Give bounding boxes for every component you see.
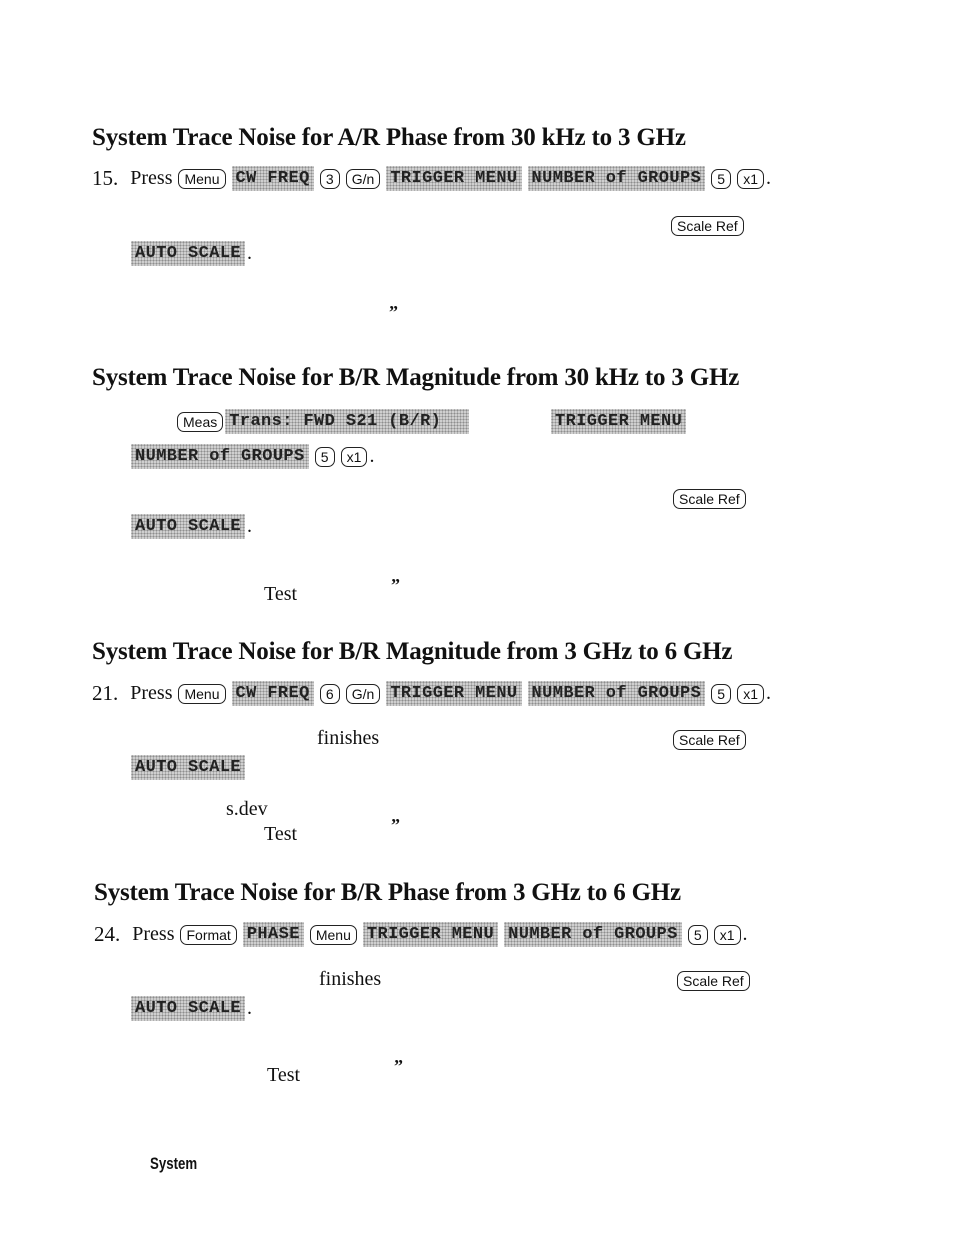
period: . — [742, 923, 748, 945]
step-number: 21. — [92, 681, 119, 705]
auto-scale-softkey[interactable]: AUTO SCALE — [131, 514, 246, 539]
step-21-line: 21. Press Menu CW FREQ 6 G/n TRIGGER MEN… — [92, 681, 771, 706]
auto-scale-softkey[interactable]: AUTO SCALE — [131, 996, 246, 1021]
scale-ref-key[interactable]: Scale Ref — [673, 730, 746, 750]
period: . — [247, 997, 253, 1019]
step-18-auto-scale-line: AUTO SCALE . — [131, 514, 252, 539]
digit-5-key[interactable]: 5 — [711, 168, 732, 189]
closing-quote: ” — [394, 1056, 403, 1076]
scale-ref-key[interactable]: Scale Ref — [673, 489, 746, 509]
x1-key[interactable]: x1 — [713, 924, 741, 945]
period: . — [247, 515, 253, 537]
step-18-groups-line: NUMBER of GROUPS 5 x1 . — [131, 444, 374, 469]
step-24-scale-ref: Scale Ref — [677, 971, 750, 991]
digit-5-key[interactable]: 5 — [687, 924, 708, 945]
step-15-line: 15. Press Menu CW FREQ 3 G/n TRIGGER MEN… — [92, 166, 771, 191]
period: . — [247, 242, 253, 264]
closing-quote: ” — [391, 815, 400, 835]
gn-key[interactable]: G/n — [345, 168, 381, 189]
test-word: Test — [267, 1064, 301, 1086]
auto-scale-softkey[interactable]: AUTO SCALE — [131, 241, 246, 266]
meas-key[interactable]: Meas — [177, 411, 224, 432]
menu-key[interactable]: Menu — [309, 924, 357, 945]
scale-ref-key[interactable]: Scale Ref — [671, 216, 744, 236]
heading-br-magnitude-30khz-3ghz: System Trace Noise for B/R Magnitude fro… — [92, 364, 740, 391]
footer-system-label: System — [150, 1154, 198, 1173]
trans-fwd-s21-softkey[interactable]: Trans: FWD S21 (B/R) — [225, 409, 470, 434]
heading-ar-phase-30khz-3ghz: System Trace Noise for A/R Phase from 30… — [92, 124, 686, 151]
heading-br-phase-3ghz-6ghz: System Trace Noise for B/R Phase from 3 … — [94, 879, 681, 906]
cw-freq-softkey[interactable]: CW FREQ — [231, 681, 314, 706]
number-of-groups-softkey[interactable]: NUMBER of GROUPS — [527, 681, 706, 706]
digit-6-key[interactable]: 6 — [319, 683, 340, 704]
step-24-auto-scale-line: AUTO SCALE . — [131, 996, 252, 1021]
trigger-menu-softkey[interactable]: TRIGGER MENU — [362, 922, 499, 947]
sdev-word: s.dev — [226, 798, 268, 820]
closing-quote: ” — [391, 575, 400, 595]
number-of-groups-softkey[interactable]: NUMBER of GROUPS — [504, 922, 682, 947]
step-18-scale-ref: Scale Ref — [673, 489, 746, 509]
digit-5-key[interactable]: 5 — [314, 446, 335, 467]
phase-softkey[interactable]: PHASE — [242, 922, 304, 947]
number-of-groups-softkey[interactable]: NUMBER of GROUPS — [527, 166, 706, 191]
step-21-scale-ref: Scale Ref — [673, 730, 746, 750]
heading-br-magnitude-3ghz-6ghz: System Trace Noise for B/R Magnitude fro… — [92, 638, 733, 665]
period: . — [765, 682, 771, 704]
digit-5-key[interactable]: 5 — [711, 683, 732, 704]
step-18-line: Meas Trans: FWD S21 (B/R) — [177, 409, 470, 434]
step-21-auto-scale-line: AUTO SCALE — [131, 755, 246, 780]
x1-key[interactable]: x1 — [737, 683, 764, 704]
auto-scale-softkey[interactable]: AUTO SCALE — [131, 755, 246, 780]
closing-quote: ” — [389, 302, 398, 322]
menu-key[interactable]: Menu — [178, 683, 226, 704]
menu-key[interactable]: Menu — [178, 168, 226, 189]
trigger-menu-softkey[interactable]: TRIGGER MENU — [551, 409, 687, 434]
finishes-word: finishes — [317, 727, 380, 749]
format-key[interactable]: Format — [180, 924, 237, 945]
cw-freq-softkey[interactable]: CW FREQ — [231, 166, 314, 191]
trigger-menu-softkey[interactable]: TRIGGER MENU — [386, 681, 522, 706]
step-24-line: 24. Press Format PHASE Menu TRIGGER MENU… — [94, 922, 748, 947]
gn-key[interactable]: G/n — [345, 683, 381, 704]
step-number: 24. — [94, 922, 121, 946]
period: . — [369, 445, 375, 467]
x1-key[interactable]: x1 — [737, 168, 764, 189]
step-number: 15. — [92, 166, 119, 190]
press-label: Press — [130, 167, 173, 189]
press-label: Press — [132, 923, 175, 945]
number-of-groups-softkey[interactable]: NUMBER of GROUPS — [131, 444, 309, 469]
trigger-menu-softkey[interactable]: TRIGGER MENU — [386, 166, 522, 191]
step-15-scale-ref: Scale Ref — [671, 216, 744, 236]
step-18-trigger: TRIGGER MENU — [551, 409, 687, 434]
scale-ref-key[interactable]: Scale Ref — [677, 971, 750, 991]
finishes-word: finishes — [319, 968, 382, 990]
period: . — [765, 167, 771, 189]
test-word: Test — [264, 583, 298, 605]
x1-key[interactable]: x1 — [340, 446, 368, 467]
digit-3-key[interactable]: 3 — [319, 168, 340, 189]
step-15-auto-scale-line: AUTO SCALE . — [131, 241, 252, 266]
press-label: Press — [130, 682, 173, 704]
test-word: Test — [264, 823, 298, 845]
